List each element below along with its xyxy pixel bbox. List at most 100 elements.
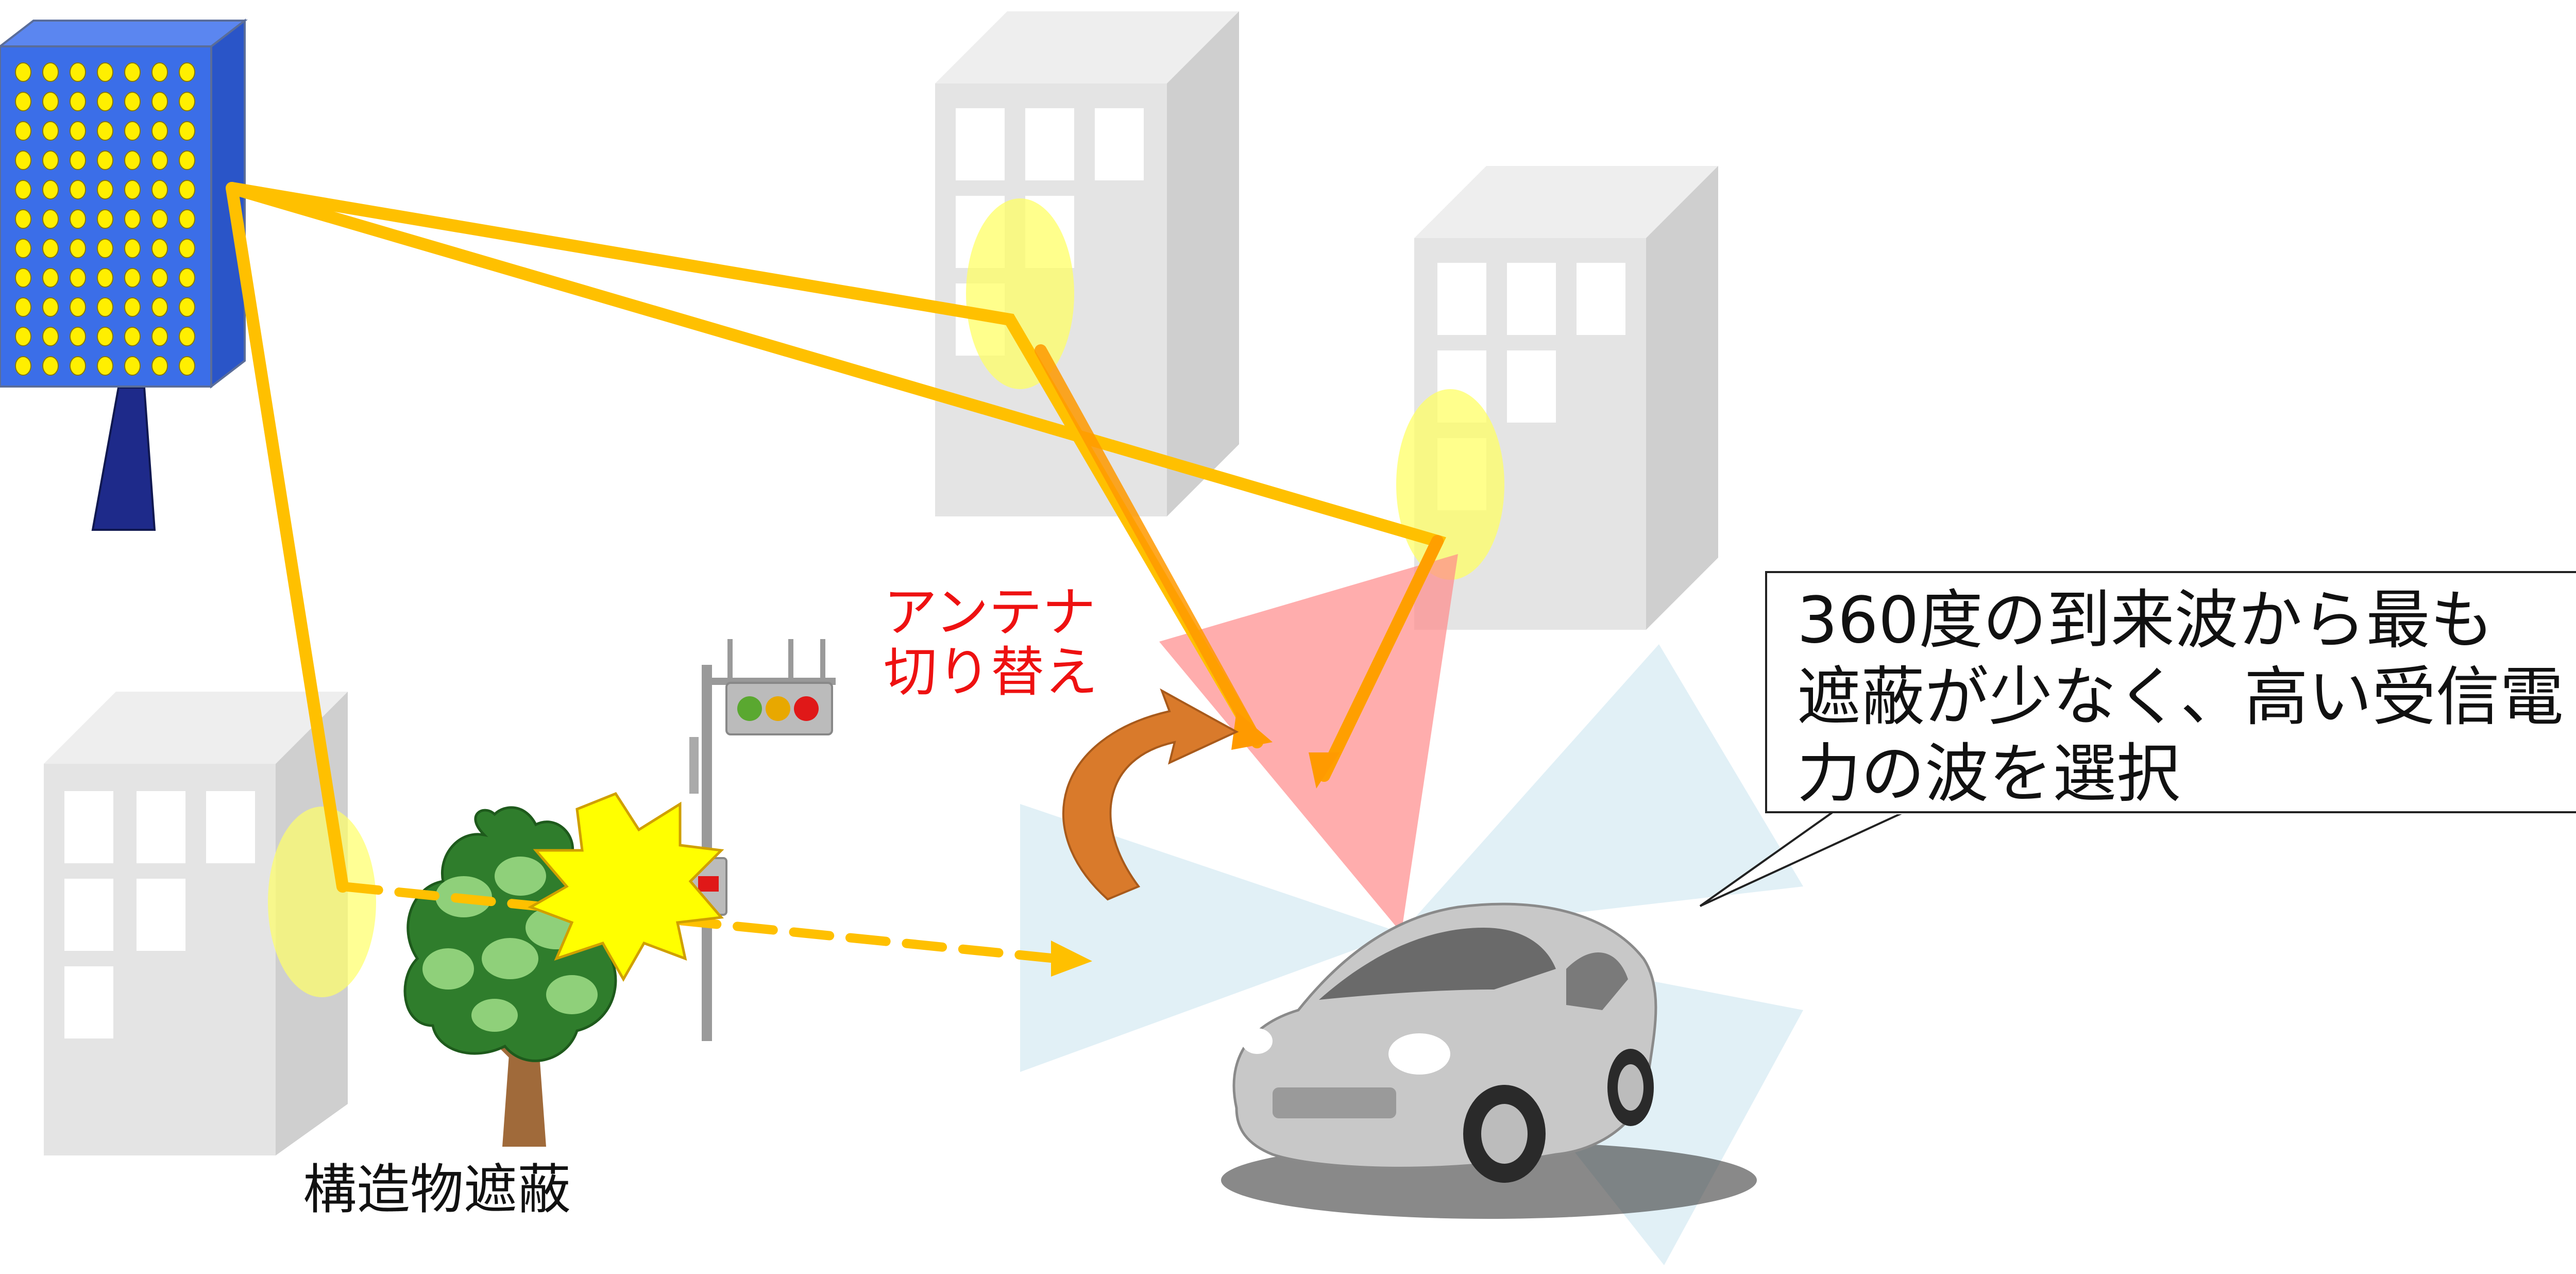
window [137,879,185,951]
antenna-element-dot [70,209,86,229]
reflection-spot [966,198,1074,389]
antenna-element-dot [70,121,86,141]
antenna-element-dot [124,356,141,376]
antenna-element-dot [15,62,31,82]
antenna-element-dot [151,268,168,288]
antenna-pole [91,387,156,531]
ray-blocked [338,882,1061,963]
antenna-element-dot [42,239,59,258]
antenna-element-dot [179,268,195,288]
antenna-element-dot [179,121,195,141]
window [64,791,113,863]
antenna-element-dot [179,62,195,82]
window [1437,263,1486,335]
antenna-element-dot [15,297,31,317]
antenna-element-dot [97,180,113,199]
window [1577,263,1625,335]
structure-shielding-label: 構造物遮蔽 [303,1158,571,1221]
callout-text: 360度の到来波から最も 遮蔽が少なく、高い受信電 力の波を選択 [1797,582,2564,812]
antenna-element-dot [179,327,195,346]
antenna-element-dot [70,297,86,317]
antenna-element-dot [151,327,168,346]
arrowhead [1051,941,1092,977]
antenna-element-dot [124,297,141,317]
antenna-element-dot [97,92,113,111]
antenna-element-dot [124,209,141,229]
car-grille [1273,1087,1396,1118]
car-side-window [1566,952,1628,1010]
antenna-element-dot [124,92,141,111]
car-windshield [1319,928,1556,1000]
callout-line: 遮蔽が少なく、高い受信電 [1797,660,2564,734]
window [206,791,255,863]
antenna-element-dot [179,239,195,258]
window [1507,263,1556,335]
antenna-element-dot [15,92,31,111]
antenna-element-dot [15,268,31,288]
antenna-element-dot [42,327,59,346]
signal-yellow [766,696,790,721]
antenna-element-dot [179,150,195,170]
window [1025,108,1074,180]
antenna-element-dot [70,327,86,346]
antenna-element-dot [15,121,31,141]
car-headlight [1388,1033,1450,1075]
callout-box [1765,571,2576,813]
antenna-switch-label: アンテナ 切り替え [884,582,1098,702]
antenna-element-dot [179,92,195,111]
antenna-element-dot [151,209,168,229]
antenna-element-dot [179,356,195,376]
antenna-element-dot [15,239,31,258]
antenna-element-dot [124,62,141,82]
antenna-element-dot [42,62,59,82]
antenna-element-dot [97,297,113,317]
window [1507,350,1556,423]
antenna-element-dot [179,297,195,317]
beam-upper-right [1401,644,1803,933]
antenna-element-dot [124,327,141,346]
antenna-element-dot [15,356,31,376]
antenna-switch-line: アンテナ [884,581,1096,644]
antenna-element-dot [179,209,195,229]
antenna-element-dot [97,62,113,82]
antenna-element-dot [151,180,168,199]
antenna-element-dot [124,268,141,288]
antenna-element-dot [42,209,59,229]
antenna-element-dot [124,239,141,258]
antenna-element-dot [42,92,59,111]
antenna-element-dot [151,297,168,317]
antenna-element-dot [179,180,195,199]
antenna-element-dot [151,356,168,376]
window [64,966,113,1038]
antenna-element-dot [97,327,113,346]
antenna-switch-line: 切り替え [884,641,1098,704]
antenna-element-dot [151,121,168,141]
antenna-element-dot [151,92,168,111]
antenna-element-dot [42,121,59,141]
antenna-element-grid [15,62,195,376]
antenna-element-dot [15,180,31,199]
antenna-element-dot [42,150,59,170]
antenna-element-dot [15,209,31,229]
reflection-spot [1396,389,1504,580]
car-headlight [1242,1028,1273,1054]
antenna-element-dot [97,239,113,258]
antenna-element-dot [97,268,113,288]
antenna-element-dot [97,150,113,170]
window [1095,108,1144,180]
window [64,879,113,951]
window [137,791,185,863]
antenna-element-dot [42,356,59,376]
antenna-switch-arrow-icon [1062,688,1239,901]
window [956,108,1005,180]
signal-green [737,696,762,721]
antenna-element-dot [42,180,59,199]
ray-to-left-building [226,182,349,893]
antenna-element-dot [70,239,86,258]
traffic-light [689,639,836,1041]
signal-red [794,696,819,721]
antenna-element-dot [42,268,59,288]
reflection-spot [268,807,376,997]
antenna-element-dot [15,150,31,170]
